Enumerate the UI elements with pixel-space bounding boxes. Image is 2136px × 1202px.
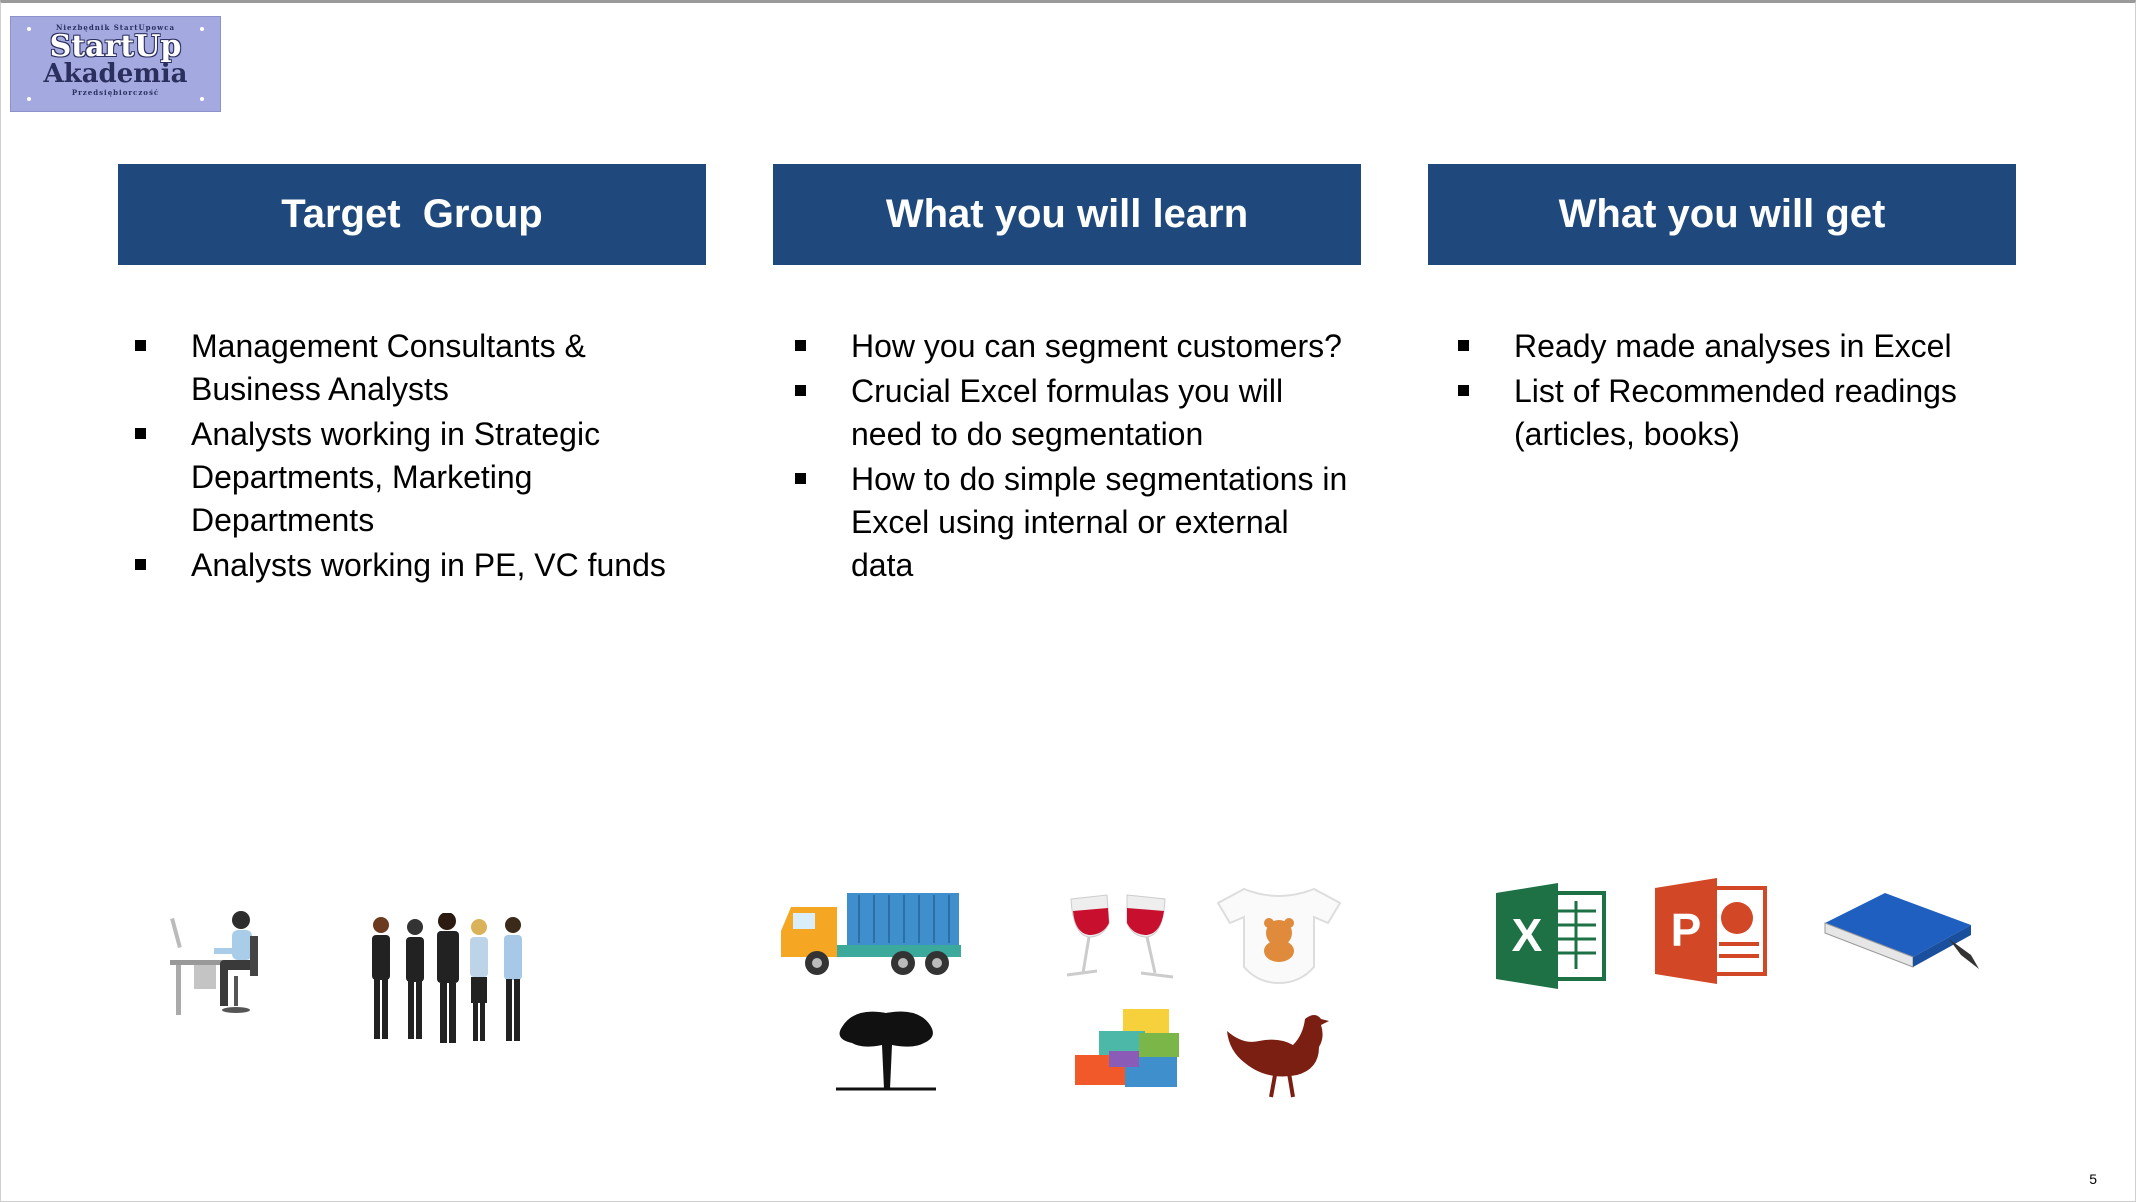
header-target-group: Target Group <box>118 164 706 265</box>
page-number: 5 <box>2089 1171 2097 1187</box>
logo-line2: Akademia <box>43 59 188 89</box>
baby-onesie-icon <box>1216 887 1342 985</box>
list-item: Analysts working in PE, VC funds <box>135 544 695 587</box>
toy-blocks-icon <box>1075 1009 1179 1087</box>
list-item: Ready made analyses in Excel <box>1458 325 1998 368</box>
list-item: Analysts working in Strategic Department… <box>135 413 695 542</box>
get-list: Ready made analyses in Excel List of Rec… <box>1458 325 1998 458</box>
logo-line1: StartUp <box>49 29 182 64</box>
svg-text:P: P <box>1671 904 1702 956</box>
person-at-desk-icon <box>170 911 258 1015</box>
truck-icon <box>781 893 961 975</box>
powerpoint-icon: P <box>1655 878 1767 984</box>
business-group-icon <box>372 913 522 1043</box>
logo-top-text: Niezbędnik StartUpowca <box>55 23 175 32</box>
list-item: Management Consultants & Business Analys… <box>135 325 695 411</box>
tree-icon <box>836 1011 936 1091</box>
target-group-list: Management Consultants & Business Analys… <box>135 325 695 589</box>
hen-icon <box>1227 1015 1329 1098</box>
book-icon <box>1824 893 1979 969</box>
wine-glasses-icon <box>1066 894 1174 979</box>
list-item: List of Recommended readings (articles, … <box>1458 370 1998 456</box>
svg-text:X: X <box>1512 909 1543 961</box>
header-what-you-will-get: What you will get <box>1428 164 2016 265</box>
header-what-you-will-learn: What you will learn <box>773 164 1361 265</box>
learn-list: How you can segment customers? Crucial E… <box>795 325 1355 589</box>
logo-bottom-text: Przedsiębiorczość <box>71 88 160 97</box>
list-item: How to do simple segmentations in Excel … <box>795 458 1355 587</box>
list-item: How you can segment customers? <box>795 325 1355 368</box>
excel-icon: X <box>1496 883 1606 989</box>
startup-akademia-logo: Niezbędnik StartUpowca StartUp Akademia … <box>10 16 221 112</box>
list-item: Crucial Excel formulas you will need to … <box>795 370 1355 456</box>
